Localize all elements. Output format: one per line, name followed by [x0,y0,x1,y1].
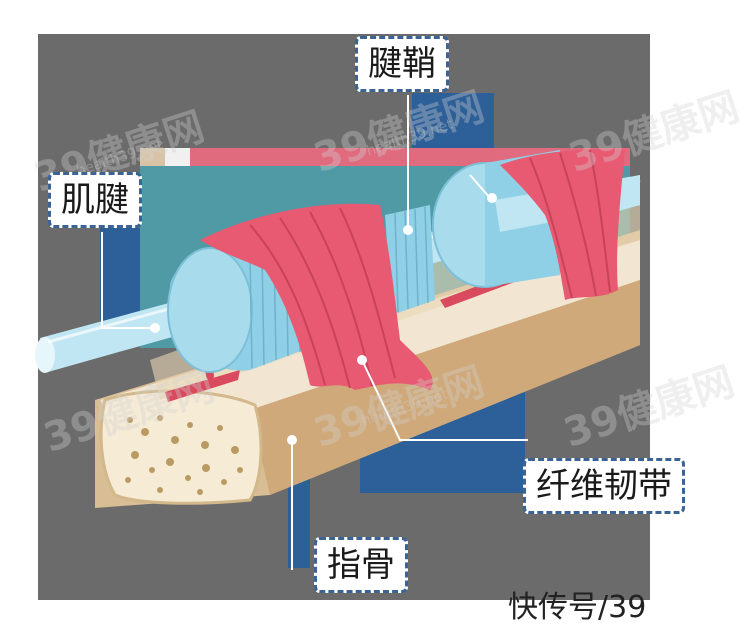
pointer-line-sheath-2 [469,174,491,199]
label-tendon: 肌腱 [48,172,142,228]
pointer-dot-tendon [150,323,160,333]
bone-cross-section [99,389,263,505]
label-phalanx: 指骨 [314,537,408,593]
label-fibrous-ligament: 纤维韧带 [523,458,685,514]
corner-source-text: 快传号/39 [508,590,647,625]
pointer-dot-sheath [403,225,413,235]
ligament-wrap-1 [200,203,433,390]
label-tendon-sheath: 腱鞘 [355,36,449,92]
pointer-dot-sheath-2 [487,193,497,203]
pointer-dot-phalanx [287,435,297,445]
pointer-line-ligament [361,359,528,441]
ligament-wrap-2 [500,149,625,300]
blood-vessel-1 [165,370,240,402]
leader-block-phalanx [288,470,310,568]
pointer-line-tendon [101,232,155,329]
pointer-dot-ligament [357,355,367,365]
